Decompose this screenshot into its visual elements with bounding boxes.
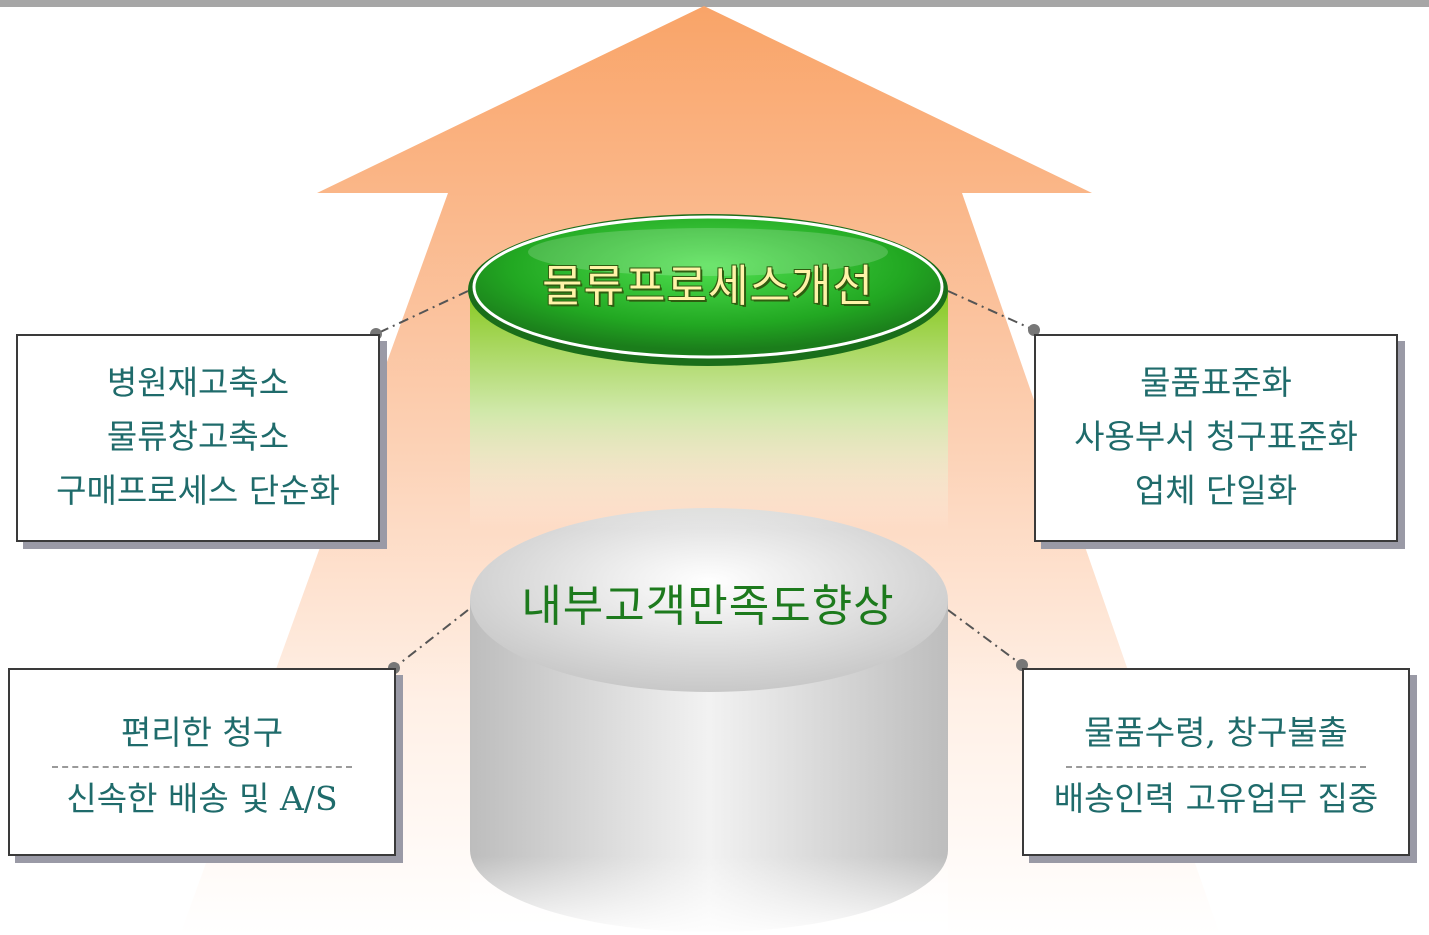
callout-line: 구매프로세스 단순화 bbox=[56, 471, 340, 510]
callout-line: 배송인력 고유업무 집중 bbox=[1053, 779, 1379, 818]
grey-cylinder bbox=[470, 508, 948, 935]
dashed-divider bbox=[1066, 766, 1366, 768]
cylinder-top-label: 물류프로세스개선 bbox=[542, 261, 874, 312]
dashed-divider bbox=[52, 766, 352, 768]
green-disc bbox=[468, 214, 948, 366]
callout-line: 신속한 배송 및 A/S bbox=[66, 779, 338, 818]
callout-line: 물품표준화 bbox=[1140, 363, 1292, 402]
top-bar bbox=[0, 0, 1429, 7]
callout-line: 업체 단일화 bbox=[1134, 471, 1298, 510]
callout-line: 사용부서 청구표준화 bbox=[1074, 417, 1358, 456]
callout-box-top-right: 물품표준화 사용부서 청구표준화 업체 단일화 bbox=[1034, 334, 1398, 542]
callout-line: 물류창고축소 bbox=[106, 417, 290, 456]
callout-box-bottom-left: 편리한 청구 신속한 배송 및 A/S bbox=[8, 668, 396, 856]
callout-box-top-left: 병원재고축소 물류창고축소 구매프로세스 단순화 bbox=[16, 334, 380, 542]
callout-line: 편리한 청구 bbox=[120, 713, 284, 752]
cylinder-bottom-label: 내부고객만족도향상 bbox=[521, 581, 895, 632]
connector-lines bbox=[375, 290, 1035, 669]
callout-box-bottom-right: 물품수령, 창구불출 배송인력 고유업무 집중 bbox=[1022, 668, 1410, 856]
callout-line: 병원재고축소 bbox=[106, 363, 290, 402]
callout-line: 물품수령, 창구불출 bbox=[1084, 713, 1348, 752]
